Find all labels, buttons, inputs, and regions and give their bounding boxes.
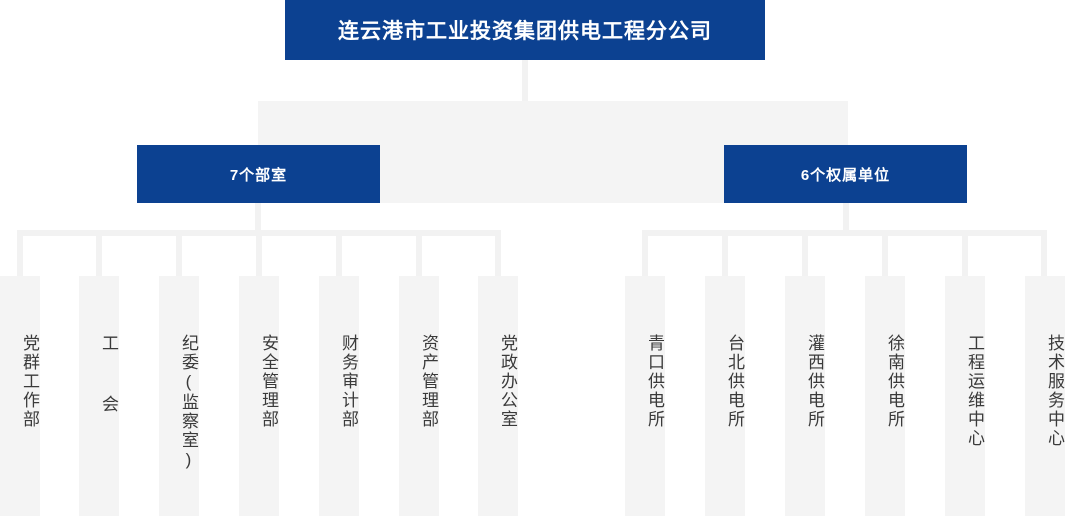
connector-drop-dept-4 (256, 230, 262, 276)
connector-drop-sub-4 (882, 230, 888, 276)
connector-drop-dept-3 (176, 230, 182, 276)
connector-departments-stem (255, 203, 261, 233)
leaf-node-subsidiary-5[interactable]: 工程运维中心 (945, 276, 985, 516)
leaf-node-department-2[interactable]: 工 会 (79, 276, 119, 516)
leaf-node-subsidiary-1-label: 青口供电所 (645, 334, 664, 429)
leaf-node-department-7[interactable]: 党政办公室 (478, 276, 518, 516)
connector-root-stem (522, 60, 528, 101)
leaf-node-department-6[interactable]: 资产管理部 (399, 276, 439, 516)
group-node-subsidiaries-label: 6个权属单位 (800, 166, 891, 184)
group-node-departments-label: 7个部室 (229, 166, 288, 184)
leaf-node-subsidiary-4-label: 徐南供电所 (885, 334, 904, 429)
leaf-node-department-7-label: 党政办公室 (498, 334, 517, 429)
leaf-node-department-1[interactable]: 党群工作部 (0, 276, 40, 516)
leaf-node-department-4-label: 安全管理部 (259, 334, 278, 429)
leaf-node-subsidiary-6-label: 技术服务中心 (1045, 334, 1064, 448)
connector-drop-dept-1 (17, 230, 23, 276)
leaf-node-subsidiary-2-label: 台北供电所 (725, 334, 744, 429)
leaf-node-subsidiary-5-label: 工程运维中心 (965, 334, 984, 448)
connector-drop-sub-3 (802, 230, 808, 276)
connector-drop-dept-6 (416, 230, 422, 276)
leaf-node-subsidiary-1[interactable]: 青口供电所 (625, 276, 665, 516)
connector-drop-dept-7 (495, 230, 501, 276)
leaf-node-subsidiary-4[interactable]: 徐南供电所 (865, 276, 905, 516)
leaf-node-department-2-label: 工 会 (99, 334, 118, 414)
connector-drop-dept-2 (96, 230, 102, 276)
connector-drop-sub-1 (642, 230, 648, 276)
connector-drop-dept-5 (336, 230, 342, 276)
root-node-company[interactable]: 连云港市工业投资集团供电工程分公司 (285, 0, 765, 60)
connector-subsidiaries-bus (642, 230, 1047, 236)
leaf-node-subsidiary-6[interactable]: 技术服务中心 (1025, 276, 1065, 516)
root-node-label: 连云港市工业投资集团供电工程分公司 (338, 20, 712, 43)
leaf-node-subsidiary-3-label: 灌西供电所 (805, 334, 824, 429)
leaf-node-department-1-label: 党群工作部 (20, 334, 39, 429)
leaf-node-department-5-label: 财务审计部 (339, 334, 358, 429)
connector-drop-sub-2 (722, 230, 728, 276)
connector-drop-sub-5 (962, 230, 968, 276)
leaf-node-department-3[interactable]: 纪委(监察室) (159, 276, 199, 516)
leaf-node-subsidiary-2[interactable]: 台北供电所 (705, 276, 745, 516)
leaf-node-department-3-label: 纪委(监察室) (179, 334, 198, 471)
connector-subsidiaries-stem (843, 203, 849, 233)
connector-drop-sub-6 (1041, 230, 1047, 276)
leaf-node-department-5[interactable]: 财务审计部 (319, 276, 359, 516)
leaf-node-subsidiary-3[interactable]: 灌西供电所 (785, 276, 825, 516)
leaf-node-department-4[interactable]: 安全管理部 (239, 276, 279, 516)
leaf-node-department-6-label: 资产管理部 (419, 334, 438, 429)
group-node-subsidiaries[interactable]: 6个权属单位 (724, 145, 967, 203)
group-node-departments[interactable]: 7个部室 (137, 145, 380, 203)
